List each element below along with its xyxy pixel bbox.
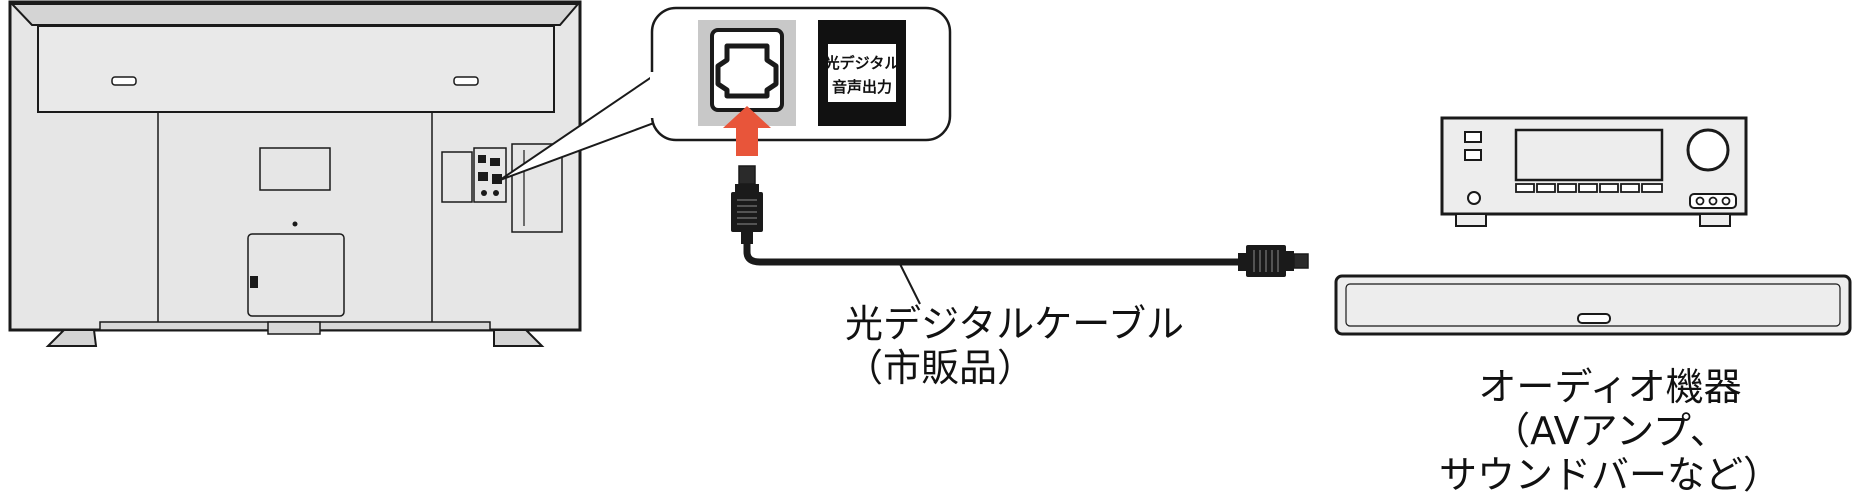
cable-label: 光デジタルケーブル （市販品） xyxy=(845,302,1184,390)
amp-power-knob xyxy=(1467,191,1481,205)
tv-stand-right xyxy=(493,329,545,347)
tv-terminal-block xyxy=(441,151,473,203)
cable-label-leader xyxy=(899,263,921,305)
cable-plug-neck-right xyxy=(1286,251,1294,271)
soundbar-body xyxy=(1334,274,1852,336)
tv-screw xyxy=(292,221,298,227)
tv-label-plate xyxy=(259,147,331,191)
cable-plug-grip-icon xyxy=(737,199,757,225)
tv-terminal-jack xyxy=(481,190,487,196)
amp-button xyxy=(1464,149,1482,161)
tv-terminal-port xyxy=(490,158,500,166)
cable-plug-tip-right xyxy=(1293,253,1309,269)
tv-upper-panel xyxy=(37,25,555,113)
tv-small-port xyxy=(250,276,258,288)
av-amplifier xyxy=(1440,116,1748,227)
soundbar-indicator xyxy=(1577,313,1611,324)
amp-volume-knob xyxy=(1686,128,1730,172)
insert-arrow-icon xyxy=(723,106,771,156)
cable-plug-neck xyxy=(735,184,759,192)
amp-jack xyxy=(1708,196,1718,206)
cable-wire xyxy=(743,244,1240,266)
amp-button xyxy=(1464,131,1482,143)
amp-foot xyxy=(1455,213,1487,227)
device-label: オーディオ機器 （AVアンプ、 サウンドバーなど） xyxy=(1400,365,1820,497)
port-label-inner xyxy=(828,44,896,102)
callout-pointer-mask xyxy=(650,72,658,118)
cable-label-line2: （市販品） xyxy=(845,346,1036,390)
device-label-line3: サウンドバーなど） xyxy=(1438,453,1781,497)
tv-terminal-port xyxy=(478,155,486,163)
tv-stand-left xyxy=(45,329,98,347)
port-callout: 光デジタル 音声出力 xyxy=(499,6,952,181)
amp-button-row xyxy=(1515,183,1663,193)
amp-display xyxy=(1514,128,1664,182)
cable-plug-boot-right xyxy=(1238,253,1248,271)
soundbar-inner xyxy=(1345,283,1841,327)
tv-rear xyxy=(8,0,582,347)
tv-cover-panel xyxy=(247,233,345,317)
amp-jack xyxy=(1695,196,1705,206)
device-label-line1: オーディオ機器 xyxy=(1478,365,1742,409)
sound-bar xyxy=(1334,274,1852,336)
tv-terminal-jack xyxy=(493,190,499,196)
cable-boot xyxy=(741,232,753,244)
tv-terminal-port xyxy=(478,172,488,181)
device-label-line2: （AVアンプ、 xyxy=(1492,409,1728,453)
tv-top-bezel xyxy=(9,3,581,26)
vesa-mount-hole xyxy=(111,76,137,86)
tv-bottom-bracket xyxy=(267,321,321,335)
cable-label-line1: 光デジタルケーブル xyxy=(845,302,1184,346)
tv-optical-port xyxy=(492,174,502,184)
optical-port-icon xyxy=(715,43,779,99)
vesa-mount-hole xyxy=(453,76,479,86)
cable-plug-tip xyxy=(738,165,756,185)
port-label-line1: 光デジタル xyxy=(824,54,900,72)
amp-foot xyxy=(1699,213,1731,227)
port-label-line2: 音声出力 xyxy=(832,78,892,96)
amp-jack xyxy=(1721,196,1731,206)
optical-cable xyxy=(731,165,1309,305)
cable-plug-right-grip-icon xyxy=(1253,250,1279,272)
